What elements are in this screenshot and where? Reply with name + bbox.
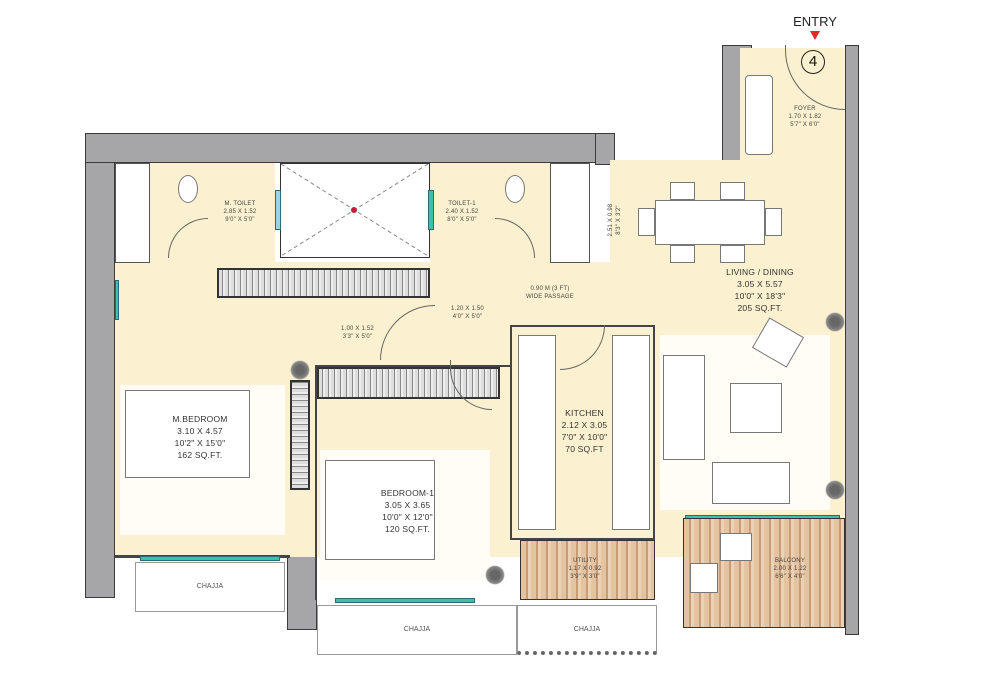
dining-chair xyxy=(720,245,745,263)
chajja-label: CHAJJA xyxy=(573,626,601,633)
window-shaft-right xyxy=(428,190,434,230)
room-label-balcony: BALCONY 2.00 X 1.22 6'6" X 4'0" xyxy=(773,558,807,580)
balcony-seat xyxy=(690,563,718,593)
chajja-m-bedroom: CHAJJA xyxy=(135,562,285,612)
room-label-kitchen: KITCHEN 2.12 X 3.05 7'0" X 10'0" 70 SQ.F… xyxy=(561,408,608,454)
chajja-label: CHAJJA xyxy=(403,626,431,633)
chajja-utility: CHAJJA xyxy=(517,605,657,655)
room-label-foyer: FOYER 1.70 X 1.82 5'7" X 6'0" xyxy=(788,106,822,128)
label-passage-b: 1.00 X 1.52 3'3" X 5'0" xyxy=(341,326,374,340)
window-bedroom1 xyxy=(335,598,475,603)
room-label-living-dining: LIVING / DINING 3.05 X 5.57 10'0" X 18'3… xyxy=(726,267,794,313)
entry-marker-icon xyxy=(810,31,820,40)
dining-chair xyxy=(720,182,745,200)
label-wide-passage: 0.90 M (3 FT) WIDE PASSAGE xyxy=(526,286,574,300)
window-shaft-left xyxy=(275,190,281,230)
kitchen-counter-right xyxy=(612,335,650,530)
sofa-bottom xyxy=(712,462,790,504)
window-m-bedroom xyxy=(140,556,280,561)
unit-number-badge: 4 xyxy=(801,50,825,74)
plant xyxy=(825,312,845,332)
dining-chair xyxy=(670,182,695,200)
toilet1-wc xyxy=(505,175,525,203)
room-label-m-bedroom: M.BEDROOM 3.10 X 4.57 10'2" X 15'0" 162 … xyxy=(172,414,228,460)
label-passage-c: 2.51 X 0.98 8'3" X 3'2" xyxy=(608,203,622,237)
wash-area-left xyxy=(115,163,150,263)
coffee-table xyxy=(730,383,782,433)
kitchen-counter-left xyxy=(518,335,556,530)
dining-chair xyxy=(670,245,695,263)
outer-wall-top-right xyxy=(595,133,615,165)
label-passage-a: 1.20 X 1.50 4'0" X 5'0" xyxy=(451,306,484,320)
window-m-bedroom-side xyxy=(115,280,119,320)
wall-bedroom-divider-bottom xyxy=(287,555,317,630)
bedroom1-bed xyxy=(325,460,435,560)
dining-chair xyxy=(765,208,782,236)
room-label-bedroom-1: BEDROOM-1 3.05 X 3.65 10'0" X 12'0" 120 … xyxy=(380,488,435,534)
room-label-m-toilet: M. TOILET 2.85 X 1.52 9'0" X 5'0" xyxy=(223,201,257,223)
plant xyxy=(290,360,310,380)
plant xyxy=(825,480,845,500)
sofa-left xyxy=(663,355,705,460)
wardrobe-passage xyxy=(217,268,430,298)
shaft xyxy=(280,163,430,258)
outer-wall-left xyxy=(85,133,115,598)
balcony-seat xyxy=(720,533,752,561)
entry-label: ENTRY xyxy=(793,14,837,29)
outer-wall-top xyxy=(85,133,610,163)
dining-table xyxy=(655,200,765,245)
foyer-shoe-rack xyxy=(745,75,773,155)
chajja-label: CHAJJA xyxy=(196,583,224,590)
m-bedroom-bed xyxy=(125,390,250,478)
plant xyxy=(485,565,505,585)
room-label-toilet-1: TOILET-1 2.40 X 1.52 8'0" X 5'0" xyxy=(445,201,479,223)
m-toilet-wc xyxy=(178,175,198,203)
dining-chair xyxy=(638,208,655,236)
wash-area-right xyxy=(550,163,590,263)
bedroom1-wall xyxy=(315,365,510,600)
utility-deck xyxy=(520,540,655,600)
room-label-utility: UTILITY 1.17 X 0.92 3'9" X 3'0" xyxy=(568,558,602,580)
outer-wall-right xyxy=(845,45,859,635)
chajja-bedroom1: CHAJJA xyxy=(317,605,517,655)
wardrobe-m-bedroom xyxy=(290,380,310,490)
